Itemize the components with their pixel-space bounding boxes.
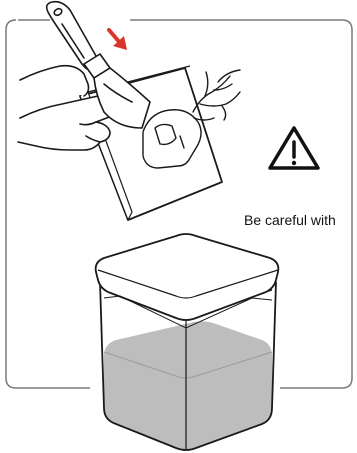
red-down-arrow-icon — [109, 30, 127, 50]
warning-caption: Be careful with — [244, 212, 354, 228]
warning-triangle-icon — [270, 128, 318, 168]
resin-container-icon — [96, 234, 279, 450]
